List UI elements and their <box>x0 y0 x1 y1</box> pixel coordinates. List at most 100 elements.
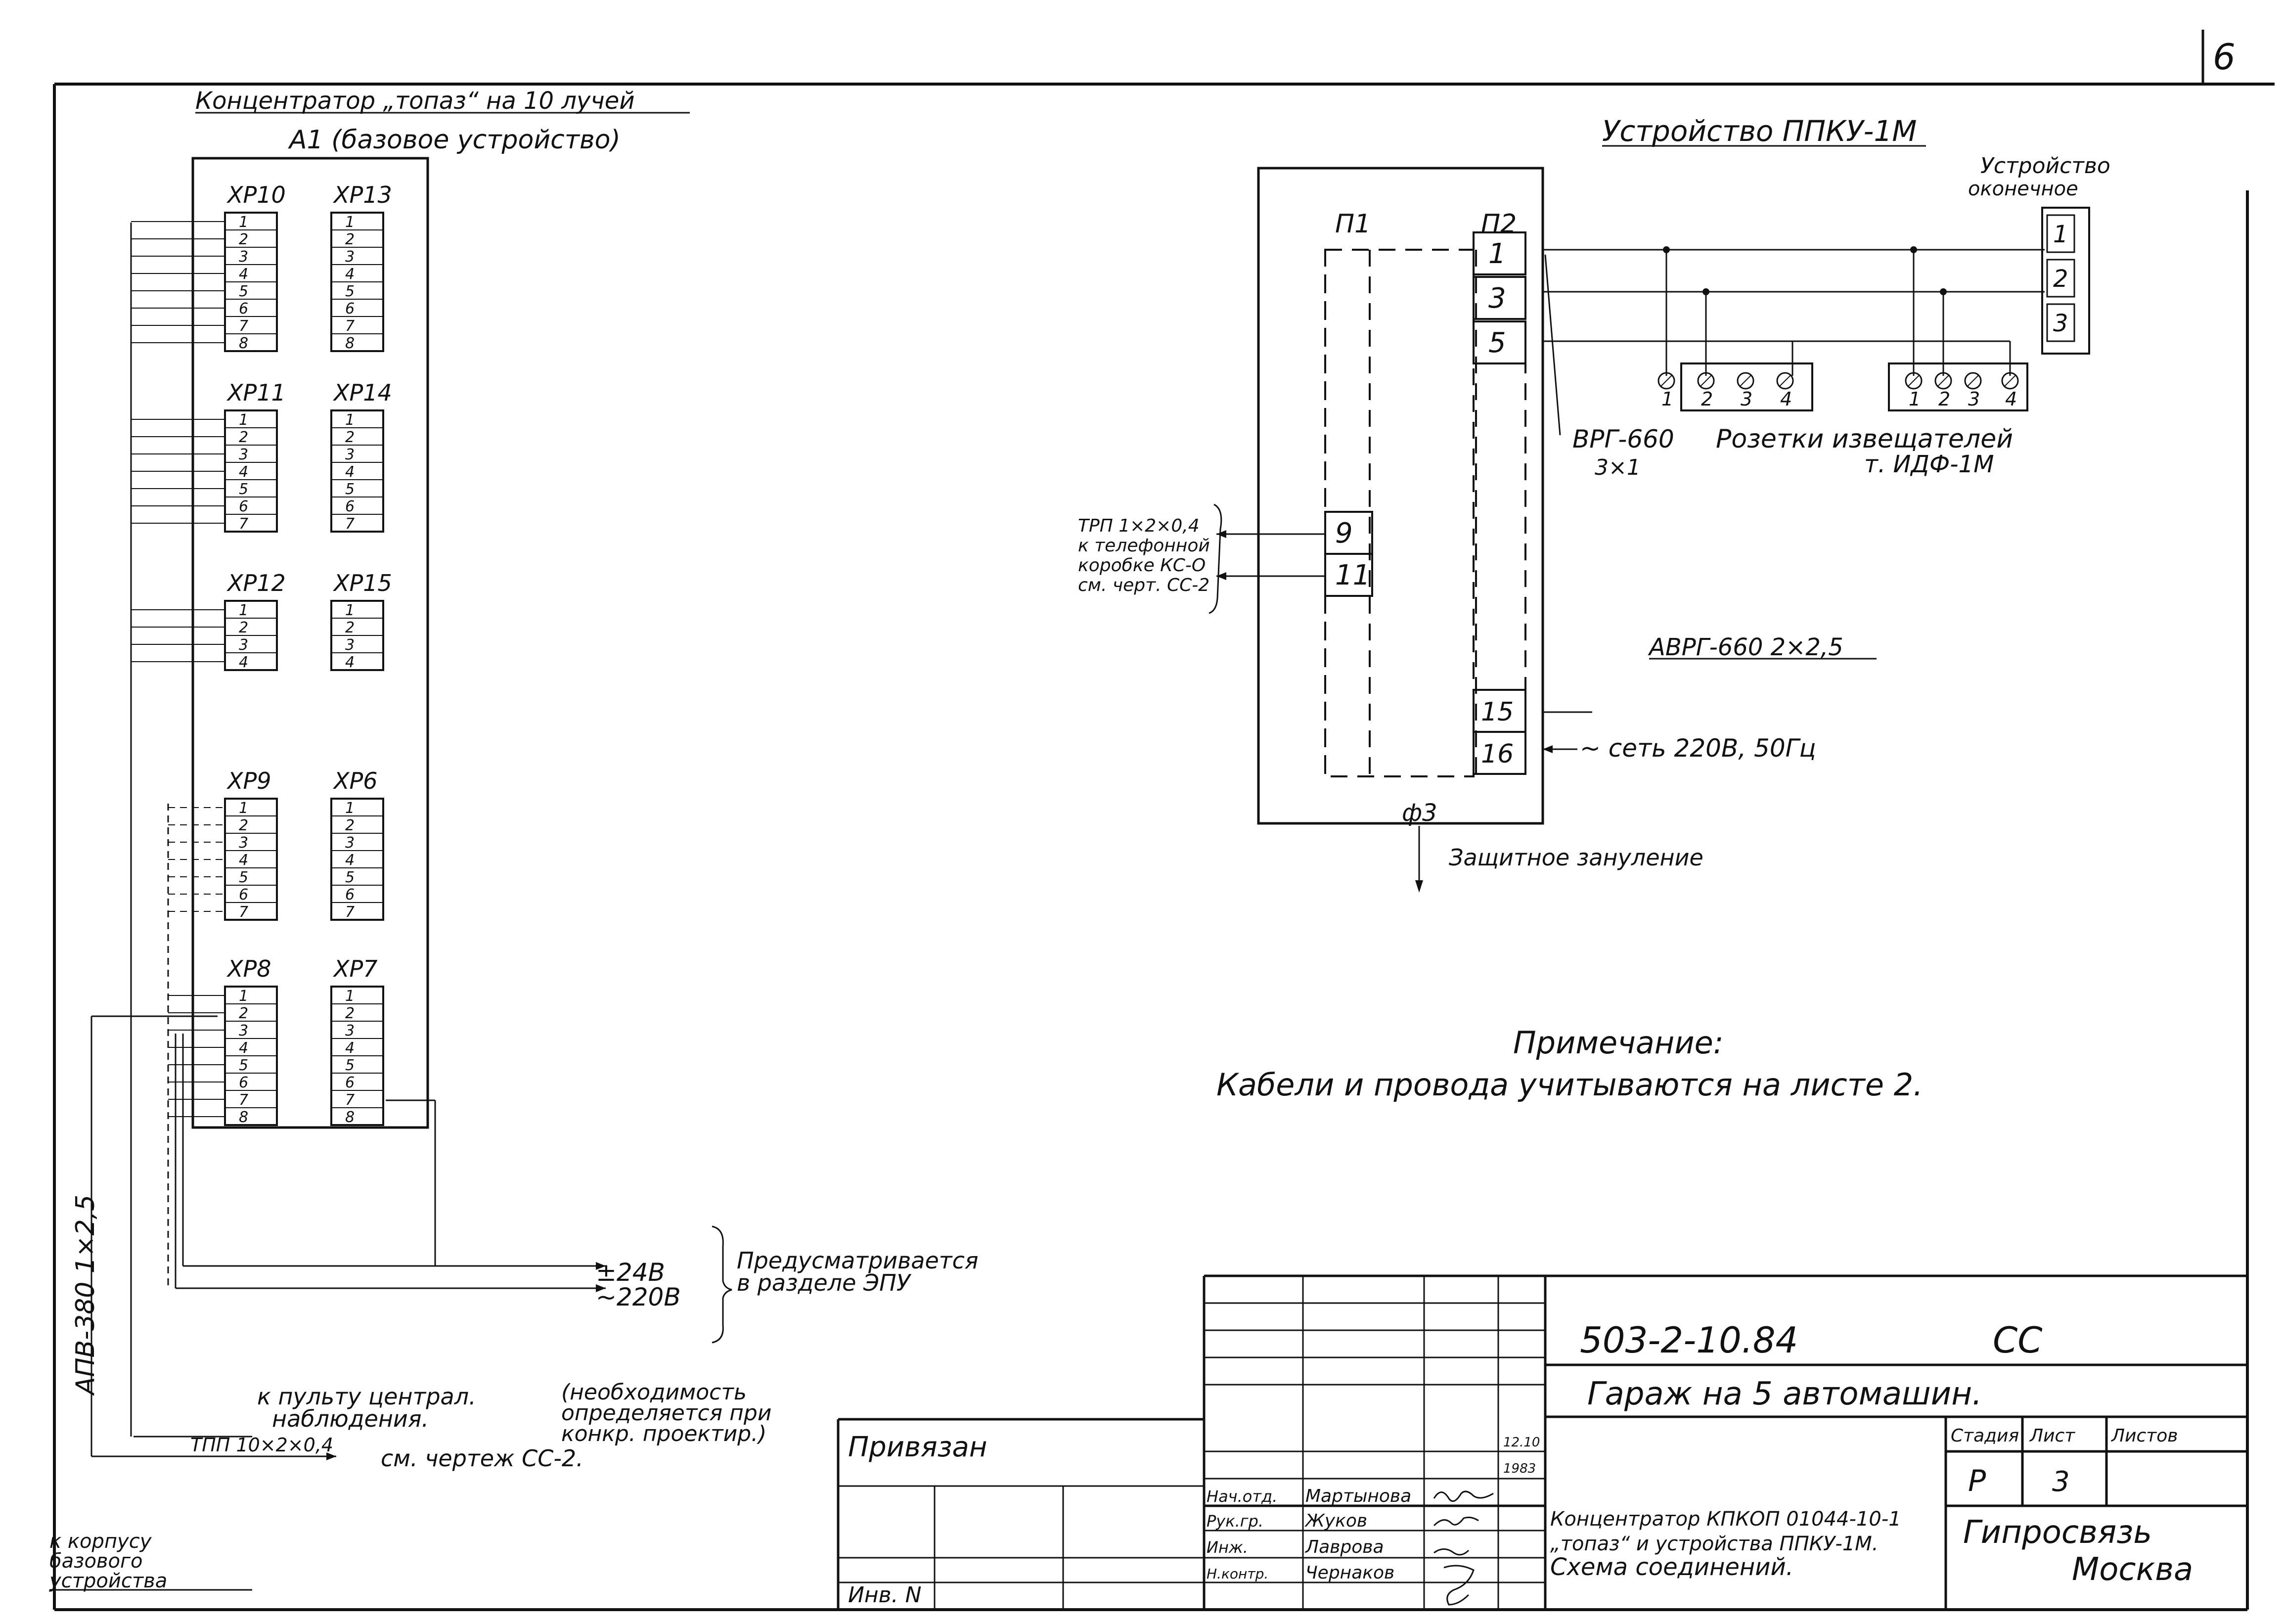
connector-pin: 8 <box>239 1109 248 1126</box>
stage-value: Р <box>1968 1464 1986 1498</box>
connector-pin: 5 <box>345 481 355 498</box>
connector-pin: 6 <box>239 498 248 515</box>
connector-pin: 2 <box>239 231 248 248</box>
ppku-wiring <box>1209 246 2045 753</box>
end-device-title2: оконечное <box>1968 178 2078 200</box>
remote-panel-note1: (необходимость <box>561 1380 747 1405</box>
connector-pin: 7 <box>345 317 355 335</box>
socket-cable-line1: ВРГ-660 <box>1572 425 1674 453</box>
concentrator-connectors: XP1012345678XP1312345678XP111234567XP141… <box>131 181 392 1126</box>
p2-terminal <box>1473 320 1526 364</box>
connector-pin: 8 <box>239 335 248 352</box>
end-device-terminal <box>2046 259 2075 298</box>
connector-pin: 7 <box>345 1091 355 1109</box>
ppku-title: Устройство ППКУ-1М <box>1602 114 1917 148</box>
bound-label: Привязан <box>848 1431 987 1463</box>
concentrator-subtitle: А1 (базовое устройство) <box>288 125 621 155</box>
role-3: Инж. <box>1207 1538 1248 1557</box>
connector-pin: 3 <box>239 446 248 463</box>
left-cable-label: АПВ-380 1×2,5 <box>71 1195 100 1396</box>
connector-pin: 4 <box>239 1039 248 1057</box>
power-24v-label: ±24В <box>596 1258 665 1287</box>
connector-pin: 2 <box>345 231 355 248</box>
concentrator-body <box>191 157 429 1129</box>
connector-pin: 7 <box>239 1091 248 1109</box>
connector-pin: 6 <box>345 1074 355 1091</box>
connector-pin: 3 <box>239 636 248 654</box>
connector-pin: 7 <box>239 515 248 533</box>
tel-note-line3: коробке КС-О <box>1078 555 1206 576</box>
stage-header: Стадия <box>1951 1426 2019 1446</box>
connector-pin: 5 <box>239 1057 248 1074</box>
connector-pin: 6 <box>239 300 248 317</box>
p2-label: П2 <box>1481 209 1517 239</box>
connector-pin: 6 <box>345 498 355 515</box>
end-device-terminal-label: 1 <box>2053 221 2068 248</box>
socket-text-line2: т. ИДФ-1М <box>1864 451 1994 478</box>
connector-pin: 7 <box>239 317 248 335</box>
connector-pin: 2 <box>239 1005 248 1022</box>
connector-pin: 5 <box>345 283 355 300</box>
cable-label: АВРГ-660 2×2,5 <box>1648 633 1843 661</box>
p2-terminal <box>1473 731 1526 775</box>
connector-pin: 8 <box>345 1109 355 1126</box>
sheet-number: 6 <box>2213 36 2236 78</box>
connector-pin: 1 <box>239 602 248 619</box>
connector-pin: 2 <box>345 817 355 834</box>
connector-pin: 6 <box>345 300 355 317</box>
connector-pin: 2 <box>345 619 355 636</box>
ppku-case <box>1257 167 1544 825</box>
connector-label: XP13 <box>333 181 392 208</box>
connector-pin: 1 <box>345 411 355 429</box>
p2-terminal-label: 3 <box>1488 282 1506 315</box>
socket-text-line1: Розетки извещателей <box>1716 424 2013 454</box>
name-3: Лаврова <box>1304 1537 1384 1557</box>
concentrator: Концентратор „топаз“ на 10 лучей А1 (баз… <box>131 87 690 1129</box>
body-ground-line2: базового <box>49 1550 142 1573</box>
date-1: 12.10 <box>1503 1435 1540 1450</box>
connector-pin: 6 <box>239 1074 248 1091</box>
connector-pin: 4 <box>239 463 248 481</box>
name-2: Жуков <box>1304 1511 1367 1531</box>
connector-label: XP6 <box>333 767 378 794</box>
connector-pin: 1 <box>345 800 355 817</box>
inv-label: Инв. N <box>848 1582 922 1608</box>
concentrator-wiring <box>90 223 606 1460</box>
tel-note-line2: к телефонной <box>1078 536 1210 556</box>
desc-line3: Схема соединений. <box>1550 1553 1793 1581</box>
connector-pin: 4 <box>345 266 355 283</box>
p1-terminal <box>1324 553 1373 597</box>
socket-contact-label: 3 <box>1741 388 1752 410</box>
p1-terminal-label: 11 <box>1335 559 1370 591</box>
sheet-header: Лист <box>2029 1426 2075 1446</box>
connector-label: XP11 <box>226 379 286 406</box>
connector-pin: 5 <box>239 481 248 498</box>
connector-pin: 2 <box>345 429 355 446</box>
tpp-reference: см. чертеж СС-2. <box>381 1445 583 1472</box>
connector-pin: 5 <box>345 1057 355 1074</box>
connector-pin: 7 <box>239 903 248 921</box>
connector-pin: 1 <box>239 800 248 817</box>
end-device-box <box>2041 207 2090 355</box>
connector-block <box>330 798 384 921</box>
power-220v-label: ~220В <box>596 1283 681 1311</box>
tel-note-line4: см. черт. СС-2 <box>1078 575 1209 595</box>
title-block: 503-2-10.84 СС Гараж на 5 автомашин. При… <box>837 1274 2247 1610</box>
org-line1: Гипросвязь <box>1963 1514 2152 1551</box>
end-device-terminal <box>2046 214 2075 253</box>
desc-line2: „топаз“ и устройства ППКУ-1М. <box>1550 1533 1879 1555</box>
connector-label: XP8 <box>226 955 271 982</box>
p2-terminal-label: 1 <box>1488 238 1506 270</box>
end-device-terminal-label: 3 <box>2053 310 2068 337</box>
socket-group-2 <box>1888 362 2028 411</box>
socket-contact-label: 4 <box>1780 388 1792 410</box>
connector-pin: 5 <box>239 869 248 886</box>
